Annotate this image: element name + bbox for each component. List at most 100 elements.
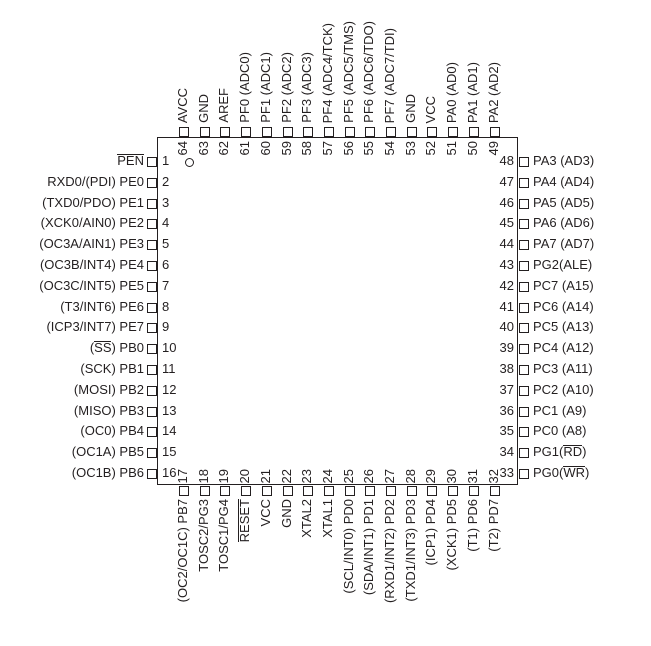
pin-number: 21 [257,468,273,483]
pin-label: (SS) PB0 [89,340,144,356]
pin-label: PA4 (AD4) [533,173,595,189]
pin-number: 25 [340,468,356,483]
pin-label: (XCK1) PD5 [444,499,460,571]
pin-number: 36 [499,402,514,418]
pin-pad [147,344,157,355]
pin-label: (T1) PD6 [464,499,480,552]
pin-pad [365,127,376,137]
pin-number: 12 [162,381,177,397]
pin-number: 1 [162,153,170,168]
pin-pad [519,448,529,459]
pin-label: GND [402,94,418,123]
pin-label: (T2) PD7 [485,499,501,552]
pin-number: 17 [175,468,190,483]
pin1-indicator-dot [185,158,194,167]
pin-pad [147,177,157,188]
pin-pad [468,127,479,137]
chip-package-outline [157,137,518,485]
pin-number: 26 [361,468,377,483]
pin-pad [147,240,157,251]
pin-number: 54 [382,141,397,156]
pin-pad [199,486,210,496]
pin-pad [406,486,417,496]
overline-bar [563,445,583,447]
pin-pad [448,486,459,496]
pin-label: (MISO) PB3 [73,402,144,418]
pin-label: GND [278,499,294,528]
pin-label: XTAL2 [299,499,315,538]
pin-pad [282,127,293,137]
pin-pad [147,448,157,459]
pin-pad [468,486,479,496]
pin-pad [261,127,272,137]
pin-label: VCC [257,499,273,527]
pin-label: (MOSI) PB2 [73,381,144,397]
pin-number: 48 [499,153,514,168]
pin-label: (TXD1/INT3) PD3 [402,499,418,602]
pin-label: RESET [237,499,253,543]
pin-number: 57 [319,141,335,156]
pin-number: 19 [216,468,232,483]
pin-label: PC1 (A9) [533,402,587,418]
pin-label: PF0 (ADC0) [237,52,253,123]
pin-pad [147,469,157,479]
pin-number: 34 [499,444,514,460]
pin-number: 13 [162,402,177,418]
pin-pad [147,198,157,209]
pin-pad [147,427,157,438]
overline-bar [238,499,240,543]
pin-label: (OC3A/AIN1) PE3 [39,236,144,252]
pin-pad [303,127,314,137]
pin-number: 45 [499,215,514,231]
pin-label: PA2 (AD2) [485,61,501,123]
pin-number: 9 [162,319,170,335]
pin-label: PEN [117,153,144,168]
pin-label: (OC3C/INT5) PE5 [39,277,144,293]
pin-number: 55 [361,141,377,156]
pin-pad [323,486,334,496]
pin-pad [448,127,459,137]
pin-number: 47 [499,173,514,189]
pin-pad [519,427,529,438]
pin-number: 61 [237,141,253,156]
pin-number: 3 [162,194,170,210]
pin-pad [519,177,529,188]
pin-number: 33 [499,465,514,480]
pin-label: (OC0) PB4 [80,423,144,439]
pin-label: PF3 (ADC3) [299,52,315,123]
pin-label: TOSC1/PG4 [216,499,232,572]
pin-number: 23 [299,468,315,483]
pin-number: 38 [499,361,514,376]
pin-number: 29 [423,468,439,483]
pin-label: PA5 (AD5) [533,194,595,210]
pin-number: 27 [382,468,397,483]
pin-pad [386,127,396,137]
pin-label: XTAL1 [319,499,335,538]
pin-number: 44 [499,236,514,252]
pin-label: (ICP1) PD4 [423,499,439,566]
pin-label: AREF [216,88,232,123]
pin-label: (SCL/INT0) PD0 [340,499,356,594]
pin-number: 43 [499,257,514,272]
pin-number: 32 [485,468,501,483]
pin-pad [427,127,438,137]
pin-number: 56 [340,141,356,156]
pin-label: (RXD1/INT2) PD2 [382,499,397,604]
pin-pad [147,261,157,271]
pin-pad [241,486,252,496]
pin-pad [147,157,157,167]
pin-pad [303,486,314,496]
pin-label: PC3 (A11) [533,361,593,376]
pin-pad [489,486,500,496]
pin-label: PF5 (ADC5/TMS) [340,21,356,123]
pin-number: 20 [237,468,253,483]
pin-pad [199,127,210,137]
pin-pad [261,486,272,496]
pin-pad [519,261,529,271]
pin-number: 10 [162,340,177,356]
pin-label: PC2 (A10) [533,381,594,397]
pin-number: 50 [464,141,480,156]
pin-number: 64 [175,141,190,156]
pin-number: 22 [278,468,294,483]
pin-label: (OC1B) PB6 [71,465,144,480]
